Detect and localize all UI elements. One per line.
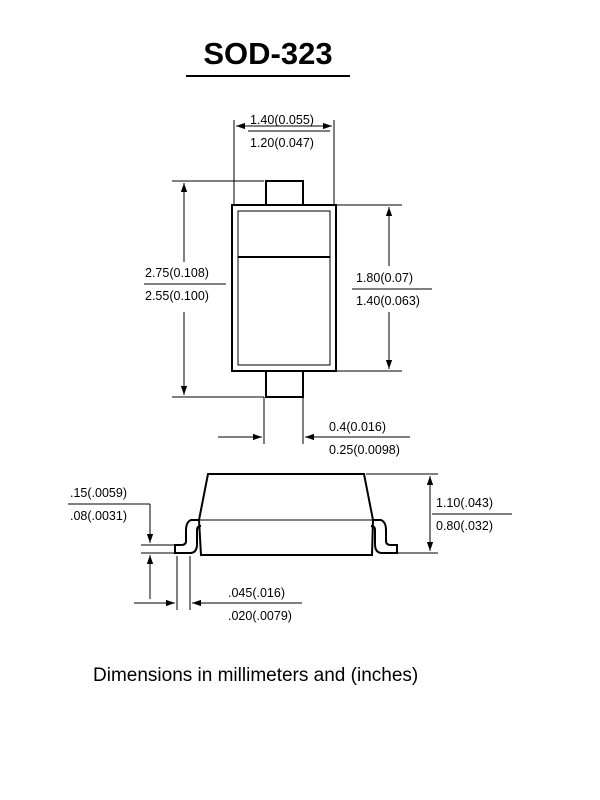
dim-width: 1.40(0.055) 1.20(0.047) [233,113,335,205]
units-footnote: Dimensions in millimeters and (inches) [93,665,418,686]
dim-length: 2.75(0.108) 2.55(0.100) [144,180,264,398]
width-min-label: 1.20(0.047) [250,136,314,150]
dim-lead-width: 0.4(0.016) 0.25(0.0098) [218,397,410,457]
standoff-max-label: .045(.016) [228,586,285,600]
dim-standoff: .045(.016) .020(.0079) [134,556,302,623]
side-view [174,473,398,556]
lead-width-max-label: 0.4(0.016) [329,420,386,434]
body-min-label: 1.40(0.063) [356,294,420,308]
left-lead [174,519,202,554]
body-outline [231,204,337,372]
bottom-lead [265,370,304,398]
dim-lead-thickness: .15(.0059) .08(.0031) [68,486,175,599]
right-lead [370,519,398,554]
dim-height: 1.10(.043) 0.80(.032) [366,473,512,554]
lead-thick-min-label: .08(.0031) [70,509,127,523]
top-view [231,180,337,398]
top-lead [265,180,304,206]
package-title: SOD-323 [203,36,332,71]
side-body [197,473,375,556]
width-max-label: 1.40(0.055) [250,113,314,127]
lead-width-min-label: 0.25(0.0098) [329,443,400,457]
height-min-label: 0.80(.032) [436,519,493,533]
length-min-label: 2.55(0.100) [145,289,209,303]
height-max-label: 1.10(.043) [436,496,493,510]
length-max-label: 2.75(0.108) [145,266,209,280]
dim-body: 1.80(0.07) 1.40(0.063) [336,204,432,372]
lead-thick-max-label: .15(.0059) [70,486,127,500]
standoff-min-label: .020(.0079) [228,609,292,623]
body-inner-outline [237,210,331,366]
body-max-label: 1.80(0.07) [356,271,413,285]
